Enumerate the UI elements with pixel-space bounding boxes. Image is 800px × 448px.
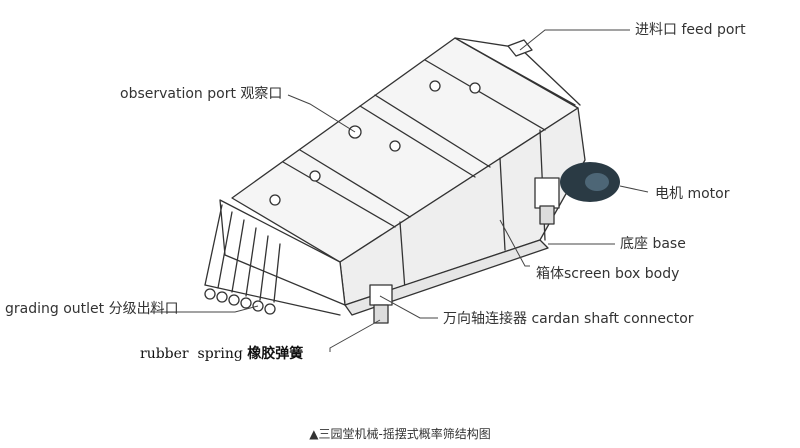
leader-rubber-spring (329, 319, 381, 352)
label-cardan-shaft-connector: 万向轴连接器 cardan shaft connector (443, 311, 694, 327)
cardan-connector (369, 284, 393, 306)
base-rail (344, 239, 549, 316)
label-rubber-spring: rubber spring 橡胶弹簧 (140, 346, 303, 362)
label-rubber-spring-cn: 橡胶弹簧 (247, 346, 304, 362)
leader-feed-port (519, 29, 630, 51)
leader-motor (619, 185, 649, 193)
label-rubber-spring-en: rubber spring (140, 346, 243, 362)
label-feed-port: 进料口 feed port (635, 22, 746, 38)
label-motor: 电机 motor (655, 186, 730, 202)
figure-caption: ▲三园堂机械-摇摆式概率筛结构图 (309, 427, 491, 441)
feed-port-box (507, 39, 533, 57)
label-base: 底座 base (620, 236, 686, 252)
label-grading-outlet: grading outlet 分级出料口 (5, 301, 179, 317)
label-observation-port: observation port 观察口 (120, 86, 283, 102)
leader-observation-port (287, 94, 356, 133)
label-screen-box-body: 箱体screen box body (536, 266, 680, 282)
leader-screen-box (499, 219, 530, 267)
leader-grading-outlet (150, 305, 259, 313)
leader-cardan (379, 295, 438, 319)
motor-mount (534, 177, 560, 209)
